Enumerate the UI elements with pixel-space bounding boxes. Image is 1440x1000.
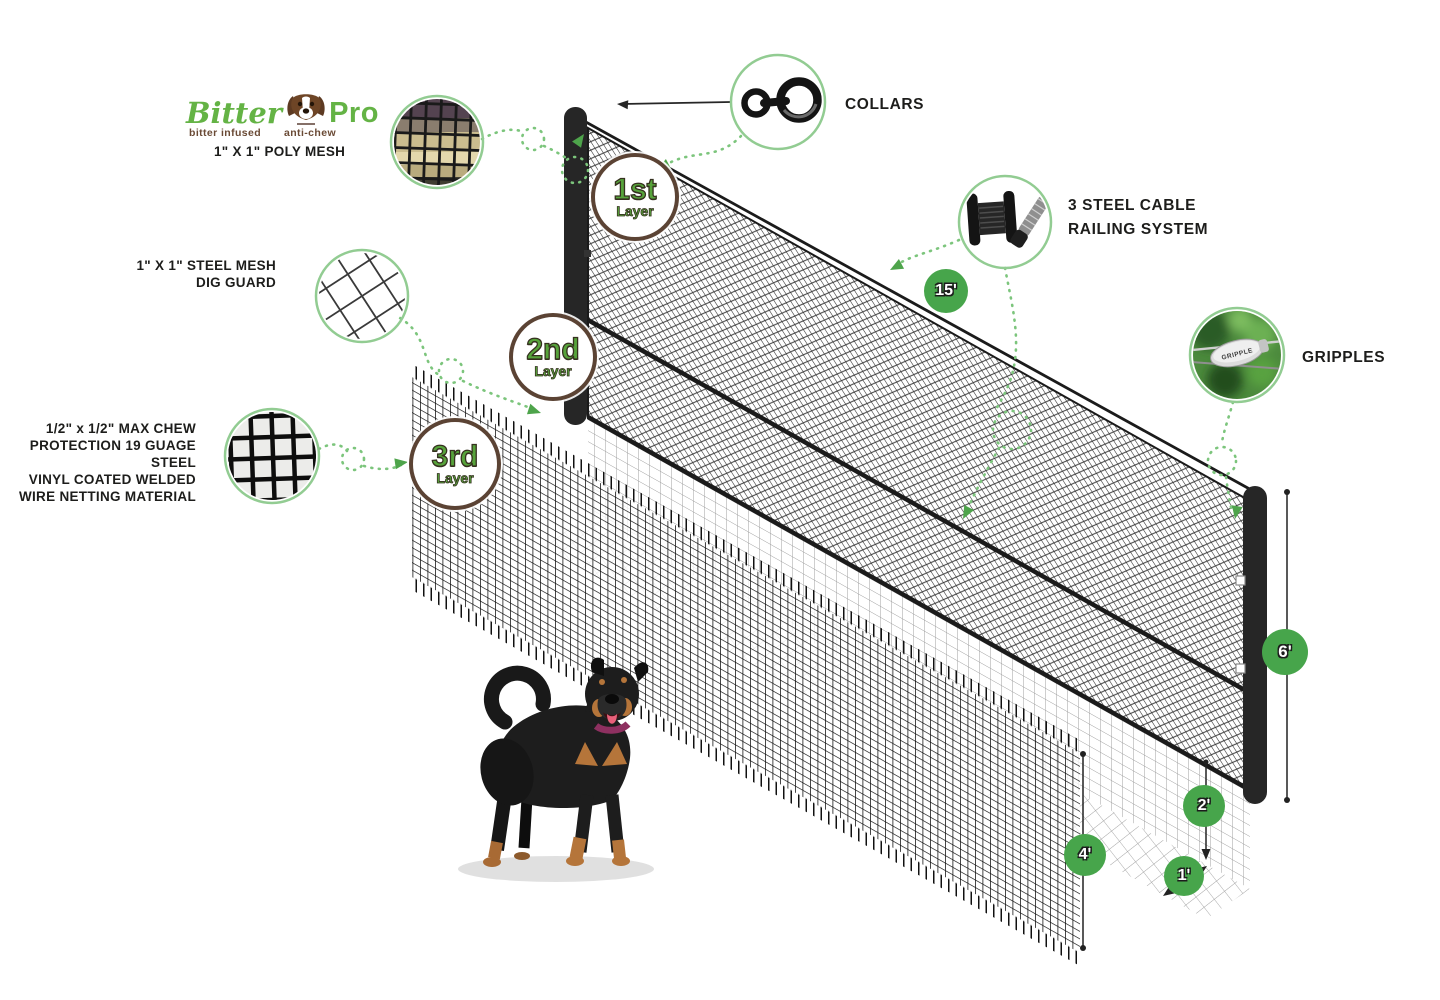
- brand-tagline-left: bitter infused: [189, 127, 262, 139]
- dog-illustration: [458, 657, 654, 882]
- layer-1-number: 1st: [613, 172, 658, 206]
- brand-logo: Bitter Pro: [186, 92, 379, 128]
- layer-badge-1st: 1st Layer: [591, 153, 679, 241]
- steel-mesh-label-line1: 1" X 1" STEEL MESH: [136, 258, 276, 273]
- poly-mesh-photo: [389, 94, 485, 190]
- steel-mesh-photo: [314, 248, 410, 344]
- max-chew-line2: PROTECTION 19 GUAGE STEEL: [29, 438, 196, 470]
- poly-mesh-label: 1" X 1" POLY MESH: [214, 144, 346, 159]
- gripple-fastener-photo: GRIPPLE: [1188, 306, 1286, 404]
- max-chew-line1: 1/2" x 1/2" MAX CHEW: [45, 421, 196, 436]
- steel-cable-line1: 3 STEEL CABLE: [1068, 197, 1197, 214]
- steel-mesh-label-line2: DIG GUARD: [196, 275, 276, 290]
- layer-2-word: Layer: [534, 362, 572, 379]
- measure-badge-4ft: 4': [1064, 834, 1106, 876]
- layer-badge-2nd: 2nd Layer: [509, 313, 597, 401]
- dog-face-icon: [287, 94, 325, 125]
- layer-2-number: 2nd: [526, 332, 581, 366]
- steel-mesh-label: 1" X 1" STEEL MESH DIG GUARD: [80, 257, 276, 291]
- collars-label: COLLARS: [845, 96, 925, 113]
- layer-3-number: 3rd: [431, 439, 479, 473]
- leader-lines: [317, 126, 1238, 514]
- welded-wire-photo: [223, 407, 321, 505]
- measure-badge-6ft: 6': [1262, 629, 1308, 675]
- steel-cable-label: 3 STEEL CABLE RAILING SYSTEM: [1068, 194, 1208, 241]
- gripples-label: GRIPPLES: [1302, 349, 1386, 366]
- layer-3-word: Layer: [436, 469, 474, 486]
- brand-name-left: Bitter: [186, 96, 283, 130]
- brand-tagline-right: anti-chew: [284, 127, 337, 139]
- layer-1-word: Layer: [616, 202, 654, 219]
- steel-cable-line2: RAILING SYSTEM: [1068, 220, 1209, 238]
- right-post: [1243, 486, 1267, 804]
- max-chew-line3: VINYL COATED WELDED: [28, 472, 196, 487]
- steel-cables: [574, 114, 1256, 792]
- collar-rings-photo: [729, 53, 827, 151]
- measure-badge-1ft: 1': [1164, 856, 1204, 896]
- layer-badge-3rd: 3rd Layer: [409, 418, 501, 510]
- max-chew-label: 1/2" x 1/2" MAX CHEW PROTECTION 19 GUAGE…: [0, 420, 196, 505]
- welded-wire-panel: [412, 364, 1080, 966]
- measure-badge-2ft: 2': [1183, 785, 1225, 827]
- collars-callout-line: [617, 100, 732, 110]
- measure-badge-15ft: 15': [924, 269, 968, 313]
- brand-name-right: Pro: [329, 97, 379, 129]
- max-chew-line4: WIRE NETTING MATERIAL: [18, 489, 196, 504]
- cable-spool-photo: [957, 174, 1053, 270]
